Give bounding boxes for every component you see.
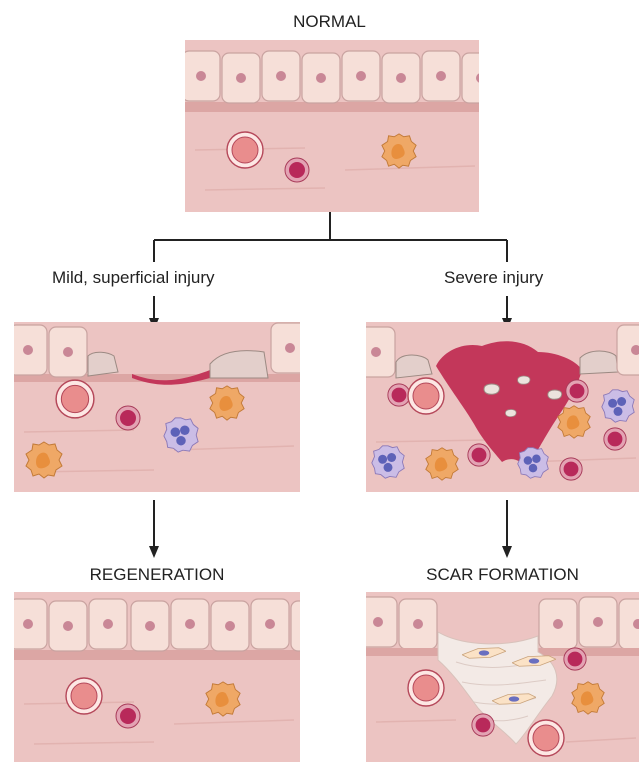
scar-formation-panel xyxy=(366,592,639,762)
arrow-head-scar xyxy=(502,546,512,558)
lymphocyte-icon xyxy=(560,458,582,480)
blood-vessel-icon xyxy=(528,720,564,756)
regeneration-panel xyxy=(14,592,300,762)
lymphocyte-icon xyxy=(116,704,140,728)
lymphocyte-icon xyxy=(604,428,626,450)
lymphocyte-icon xyxy=(116,406,140,430)
lymphocyte-icon xyxy=(285,158,309,182)
lymphocyte-icon xyxy=(472,714,494,736)
lymphocyte-icon xyxy=(468,444,490,466)
blood-vessel-icon xyxy=(408,670,444,706)
blood-vessel-icon xyxy=(56,380,94,418)
lymphocyte-icon xyxy=(388,384,410,406)
blood-vessel-icon xyxy=(227,132,263,168)
lymphocyte-icon xyxy=(564,648,586,670)
lymphocyte-icon xyxy=(566,380,588,402)
blood-vessel-icon xyxy=(408,378,444,414)
normal-tissue-panel xyxy=(185,40,479,212)
blood-vessel-icon xyxy=(66,678,102,714)
arrow-head-regeneration xyxy=(149,546,159,558)
severe-injury-panel xyxy=(366,322,639,492)
mild-injury-panel xyxy=(14,322,300,492)
